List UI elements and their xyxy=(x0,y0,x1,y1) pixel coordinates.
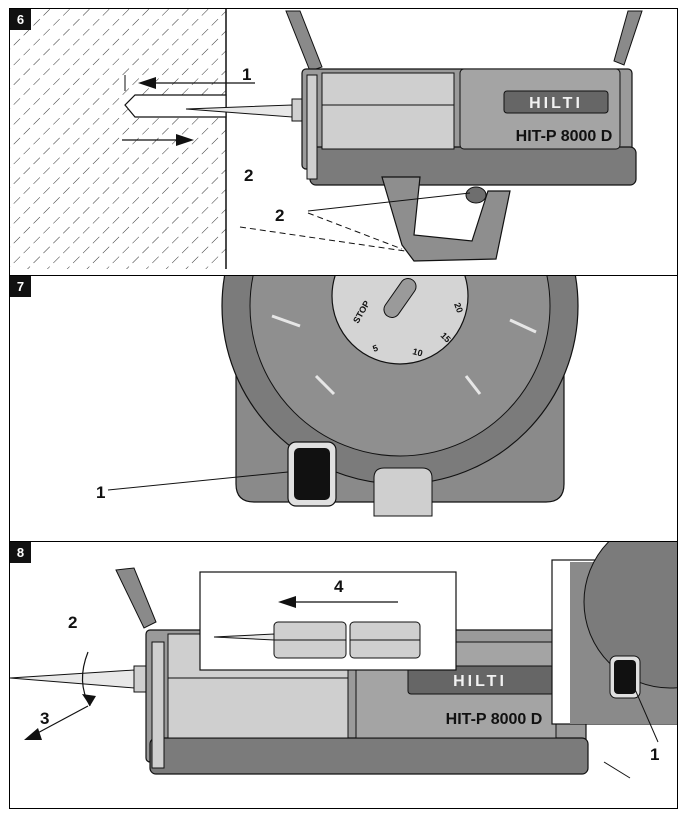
figure-7-illustration: STOP 20 15 10 5 1 xyxy=(96,276,579,517)
foil-pack xyxy=(321,72,455,150)
figure-8-panel: 8 HILTI HIT-P 8000 D 2 3 4 xyxy=(9,541,678,809)
figure-6-illustration: HILTI HIT-P 8000 D 1 2 2 xyxy=(10,9,643,269)
concrete-wall xyxy=(10,9,226,269)
hilti-logo xyxy=(503,90,609,114)
carry-strap xyxy=(285,10,323,72)
figure-number: 7 xyxy=(10,276,31,297)
dial-knob[interactable] xyxy=(381,276,419,321)
model-label: HIT-P 8000 D xyxy=(516,128,613,145)
arrow-icon xyxy=(31,705,89,737)
borehole xyxy=(124,94,227,118)
dial-tick-5: 5 xyxy=(371,343,379,354)
callout-3: 3 xyxy=(40,709,49,728)
figure-7-panel: 7 STOP 20 15 10 5 1 xyxy=(9,275,678,542)
callout-1: 1 xyxy=(242,65,251,84)
dial-tick-20: 20 xyxy=(452,301,465,314)
carry-strap xyxy=(115,567,157,629)
figure-8-illustration: HILTI HIT-P 8000 D 2 3 4 1 xyxy=(10,542,677,779)
hilti-logo-text: HILTI xyxy=(453,673,507,690)
callout-1: 1 xyxy=(650,745,659,764)
release-button xyxy=(465,186,487,204)
figure-number: 8 xyxy=(10,542,31,563)
callout-4: 4 xyxy=(334,577,344,596)
callout-1: 1 xyxy=(96,483,105,502)
handle xyxy=(381,176,511,262)
callout-2: 2 xyxy=(68,613,77,632)
model-label: HIT-P 8000 D xyxy=(446,711,543,728)
callout-2: 2 xyxy=(244,166,253,185)
mixer-nozzle xyxy=(10,669,135,689)
indicator-window xyxy=(614,660,636,694)
pressure-dial[interactable] xyxy=(331,276,469,365)
callout-2-trigger: 2 xyxy=(275,206,284,225)
hilti-logo-text: HILTI xyxy=(529,95,583,112)
figure-6-panel: 6 HILTI HIT-P 8000 D xyxy=(9,8,678,276)
dial-tick-10: 10 xyxy=(411,346,423,358)
indicator-window xyxy=(294,448,330,500)
figure-number: 6 xyxy=(10,9,31,30)
